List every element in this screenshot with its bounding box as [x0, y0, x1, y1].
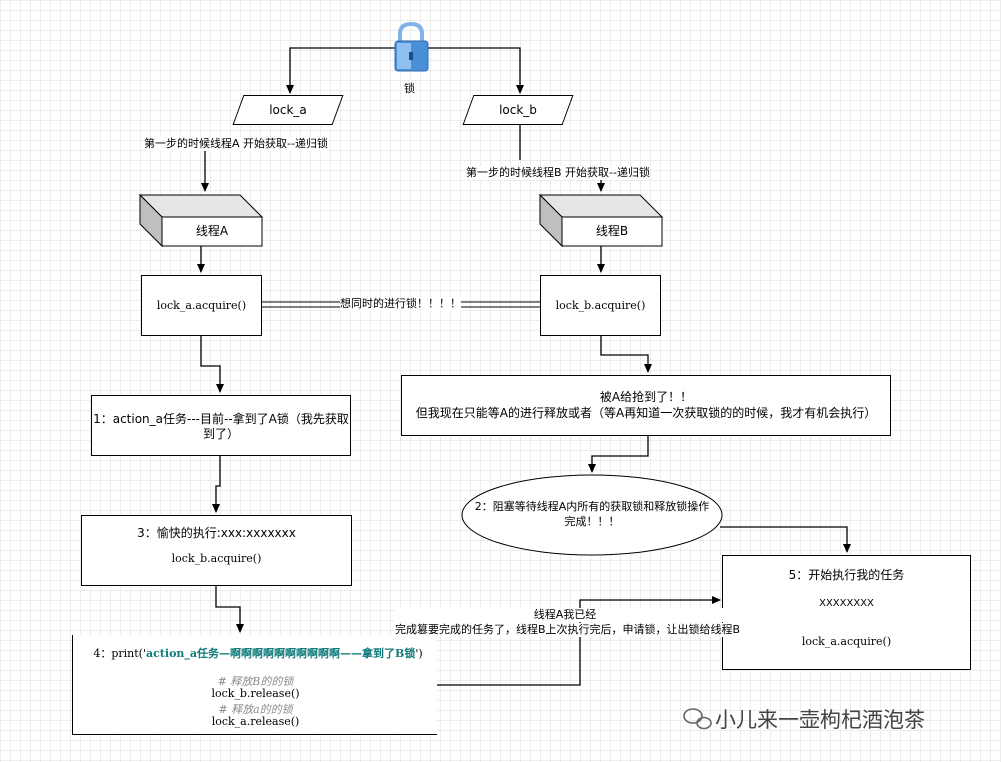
- box-step4: 4：print('action_a任务—啊啊啊啊啊啊啊啊啊啊——拿到了B锁') …: [72, 635, 437, 735]
- step1-b-label: 第一步的时候线程B 开始获取--递归锁: [466, 166, 650, 180]
- box-step1-line2: 到了）: [202, 427, 239, 441]
- box-grabbed-line2: 但我现在只能等A的进行释放或者（等A再知道一次获取锁的的时候，我才有机会执行）: [415, 406, 877, 420]
- step1-a-label: 第一步的时候线程A 开始获取--递归锁: [144, 137, 328, 151]
- lock-label: 锁: [404, 82, 415, 95]
- release-note-line1: 线程A我已经: [395, 608, 735, 622]
- wechat-logo-icon: [683, 708, 712, 730]
- box-step5-line1: 5：开始执行我的任务: [788, 568, 905, 582]
- thread-b-cube: [538, 193, 664, 248]
- lock-b-label: lock_b: [499, 103, 537, 117]
- lock-a-label: lock_a: [269, 103, 307, 117]
- lock-icon: [394, 21, 429, 72]
- lock-a-shape: lock_a: [232, 95, 344, 125]
- release-note-line2: 完成篡要完成的任务了，线程B上次执行完后，申请锁，让出锁给线程B: [395, 623, 741, 637]
- thread-a-cube: [138, 193, 264, 248]
- box-step1-line1: 1：action_a任务---目前--拿到了A锁（我先获取: [93, 412, 349, 426]
- blocking-ellipse: [461, 474, 723, 556]
- box-step5: 5：开始执行我的任务 XXXXXXXX lock_a.acquire(): [722, 555, 971, 670]
- box-step5-line3: lock_a.acquire(): [801, 635, 892, 648]
- box-step4-comment2: # 释放a的的锁: [218, 703, 293, 716]
- box-step3: 3：愉快的执行:xxx:xxxxxxx lock_b.acquire(): [81, 515, 352, 586]
- box-step4-print-line: 4：print('action_a任务—啊啊啊啊啊啊啊啊啊啊——拿到了B锁'): [43, 645, 473, 661]
- acquire-a-label: lock_a.acquire(): [156, 299, 247, 312]
- box-step4-prefix: 4：print(': [93, 647, 146, 660]
- box-step5-line2: XXXXXXXX: [819, 598, 874, 609]
- box-grabbed-line1: 被A给抢到了！！: [599, 390, 693, 404]
- box-step4-comment1: # 释放B的的锁: [217, 675, 294, 688]
- box-step4-message: action_a任务—啊啊啊啊啊啊啊啊啊啊——拿到了B锁: [145, 647, 416, 660]
- ellipse-line1: 2：阻塞等待线程A内所有的获取锁和释放锁操作: [474, 500, 710, 513]
- lock-b-shape: lock_b: [462, 95, 574, 125]
- box-step4-release-a: lock_a.release(): [211, 715, 300, 728]
- ellipse-line2: 完成！！！: [564, 515, 620, 528]
- box-step4-release-b: lock_b.release(): [211, 687, 300, 700]
- thread-b-label: 线程B: [595, 224, 629, 238]
- acquire-b-box: lock_b.acquire(): [540, 275, 661, 336]
- acquire-b-label: lock_b.acquire(): [555, 299, 646, 312]
- box-step3-line2: lock_b.acquire(): [171, 552, 262, 565]
- box-step3-line1: 3：愉快的执行:xxx:xxxxxxx: [137, 526, 296, 540]
- watermark-text: 小儿来一壶枸杞酒泡茶: [715, 708, 925, 732]
- box-step1: 1：action_a任务---目前--拿到了A锁（我先获取 到了）: [91, 395, 351, 456]
- acquire-a-box: lock_a.acquire(): [141, 275, 262, 336]
- box-grabbed: 被A给抢到了！！ 但我现在只能等A的进行释放或者（等A再知道一次获取锁的的时候，…: [401, 375, 891, 436]
- box-step4-suffix: '): [415, 647, 423, 660]
- thread-a-label: 线程A: [195, 224, 229, 238]
- concurrent-label: 想同时的进行锁！！！！: [340, 297, 461, 311]
